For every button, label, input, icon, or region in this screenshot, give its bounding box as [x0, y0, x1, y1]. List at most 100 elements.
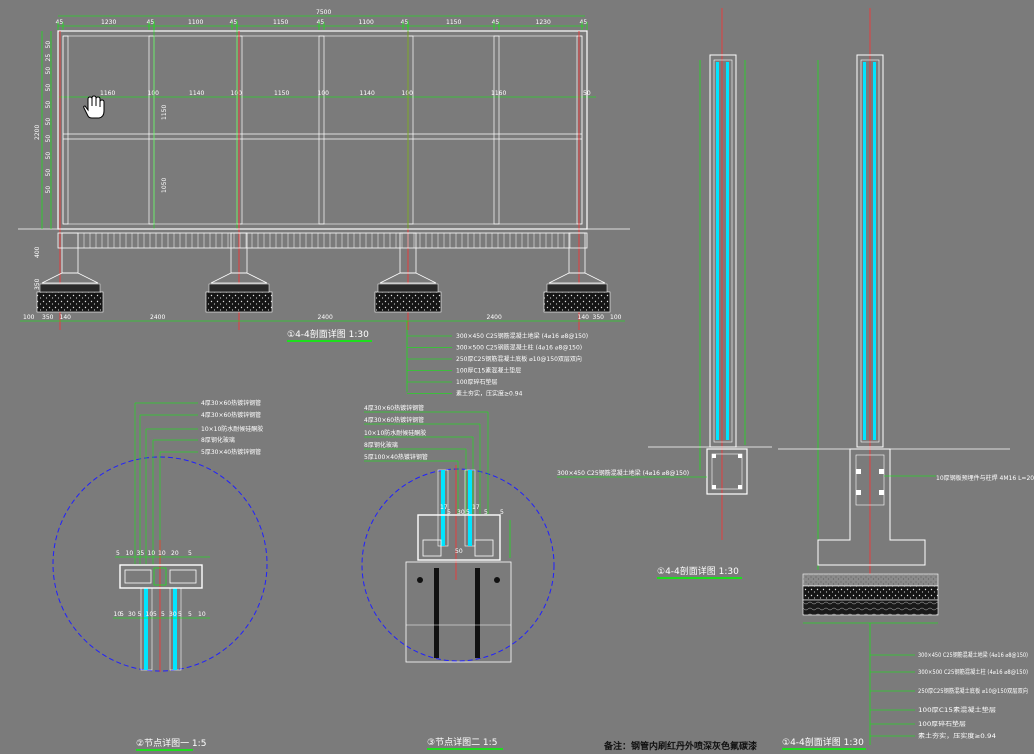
node2-labels: 4厚30×60热镀锌钢管4厚30×60热镀锌钢管10×10防水耐候硅酮胶8厚钢化…: [364, 404, 489, 515]
left-lower-dim: 400: [34, 246, 41, 258]
footing-gravel: [36, 291, 104, 313]
node2-dim: 30: [457, 509, 465, 516]
bottom-dim-label: 2400: [487, 314, 502, 321]
mid-dim-label: 100: [318, 90, 330, 97]
top-dim-label: 1100: [188, 19, 203, 26]
bottom-dim-label: 350: [593, 314, 605, 321]
node2-dim: 5: [484, 509, 488, 516]
node2-dim: 5: [447, 509, 451, 516]
footing-slab: [208, 283, 270, 293]
node2-label: 4厚30×60热镀锌钢管: [364, 416, 424, 424]
node1-dim-top: 20: [171, 550, 179, 557]
node2-dim: 5: [500, 509, 504, 516]
node-detail-1: 4厚30×60热镀锌钢管4厚30×60热镀锌钢管10×10防水耐候硅酮胶8厚钢化…: [52, 399, 268, 751]
bottom-dim-label: 140: [578, 314, 590, 321]
node2-dim: 50: [455, 548, 463, 555]
node1-dim-bottom: 30: [169, 611, 177, 618]
node1-label: 4厚30×60热镀锌钢管: [201, 399, 261, 407]
top-dim-label: 1100: [359, 19, 374, 26]
section-left-beam-note: 300×450 C25钢筋混凝土地梁 (4⌀16 ⌀8@150): [557, 469, 689, 477]
node1-label: 5厚30×40热镀锌钢管: [201, 448, 261, 456]
node1-dim-bottom: 10: [114, 611, 122, 618]
left-dim-label: 50: [45, 152, 52, 160]
mid-dim-label: 1140: [360, 90, 375, 97]
section-view-left: 300×450 C25钢筋混凝土地梁 (4⌀16 ⌀8@150) ①4-4剖面详…: [557, 8, 772, 579]
overall-width-dim: 7500: [316, 9, 331, 16]
node1-dim-bottom: 5: [188, 611, 192, 618]
frame-post: [318, 35, 325, 225]
mid-dim-label: 1150: [274, 90, 289, 97]
footing-slab: [377, 283, 439, 293]
footing-base: [379, 272, 437, 284]
node1-dim-bottom: 5: [178, 611, 182, 618]
mid-dim-label: 1160: [100, 90, 115, 97]
node1-dim-top: 5: [116, 550, 120, 557]
section-right-note: 素土夯实，压实度≥0.94: [918, 732, 996, 740]
foundation-note: 100厚C15素混凝土垫层: [456, 367, 521, 375]
node1-label: 4厚30×60热镀锌钢管: [201, 411, 261, 419]
foundation-note: 300×450 C25钢筋混凝土地梁 (4⌀16 ⌀8@150): [456, 332, 588, 340]
foundation-note: 250厚C25钢筋混凝土底板 ⌀10@150双层双向: [456, 355, 582, 363]
top-dim-label: 1150: [273, 19, 288, 26]
bottom-dim-label: 100: [610, 314, 622, 321]
top-dim-label: 45: [230, 19, 238, 26]
node1-dim-bottom: 5: [153, 611, 157, 618]
section-right-note: 300×450 C25钢筋混凝土地梁 (4⌀16 ⌀8@150): [918, 651, 1028, 659]
footing-gravel: [374, 291, 442, 313]
node1-labels: 4厚30×60热镀锌钢管4厚30×60热镀锌钢管10×10防水耐候硅酮胶8厚钢化…: [134, 399, 263, 565]
mid-dim-label: 100: [402, 90, 414, 97]
bottom-dim-label: 140: [60, 314, 72, 321]
top-dim-label: 45: [580, 19, 588, 26]
node2-label: 8厚钢化玻璃: [364, 441, 398, 449]
node2-label: 5厚100×40热镀锌钢管: [364, 453, 428, 461]
mid-dim-label: 100: [148, 90, 160, 97]
top-dim-label: 45: [56, 19, 64, 26]
node1-dim-top: 5: [188, 550, 192, 557]
post-height-dim: 1150: [161, 105, 168, 120]
grade-beam-hatch: [77, 233, 571, 248]
top-dim-label: 45: [147, 19, 155, 26]
bottom-dim-label: 2400: [318, 314, 333, 321]
left-dim-label: 50: [45, 84, 52, 92]
general-note: 备注：钢管内刷红丹外喷深灰色氟碳漆: [603, 740, 757, 752]
node1-label: 8厚钢化玻璃: [201, 436, 235, 444]
frame-post: [62, 35, 69, 225]
left-dim-label: 50: [45, 101, 52, 109]
section-view-right: 10厚钢板预埋件与柱焊 4M16 L=200 300×450 C25钢筋混凝土地…: [778, 8, 1034, 750]
hand-cursor-icon[interactable]: [83, 95, 105, 119]
section-right-note: 300×500 C25钢筋混凝土柱 (4⌀16 ⌀8@150): [918, 668, 1028, 676]
left-dim-label: 50: [45, 169, 52, 177]
top-dim-label: 1230: [536, 19, 551, 26]
node2-dim: 17: [440, 504, 448, 511]
mid-dim-label: 100: [231, 90, 243, 97]
node1-dim-bottom: 5: [161, 611, 165, 618]
top-dim-label: 45: [492, 19, 500, 26]
node2-dim: 17: [472, 504, 480, 511]
left-lower-dim: 350: [34, 278, 41, 290]
footing-column: [61, 232, 79, 274]
footing-gravel: [543, 291, 611, 313]
node2-label: 10×10防水耐候硅酮胶: [364, 429, 426, 437]
footings: [36, 232, 611, 313]
frame-post: [148, 35, 155, 225]
post-height-dim: 1050: [161, 178, 168, 193]
node1-dim-top: 10: [126, 550, 134, 557]
node1-dim-bottom: 10: [146, 611, 154, 618]
section-right-note: 100厚C15素混凝土垫层: [918, 706, 996, 714]
section-right-title: ①4-4剖面详图 1:30: [782, 736, 864, 748]
frame-post: [236, 35, 243, 225]
footing-gravel: [205, 291, 273, 313]
frame-posts: [59, 20, 583, 330]
footing-column: [568, 232, 586, 274]
foundation-note: 素土夯实，压实度≥0.94: [456, 390, 523, 398]
node2-dim: 5: [466, 509, 470, 516]
top-dim-label: 1230: [101, 19, 116, 26]
bottom-dim-label: 350: [42, 314, 54, 321]
node1-dim-top: 10: [148, 550, 156, 557]
